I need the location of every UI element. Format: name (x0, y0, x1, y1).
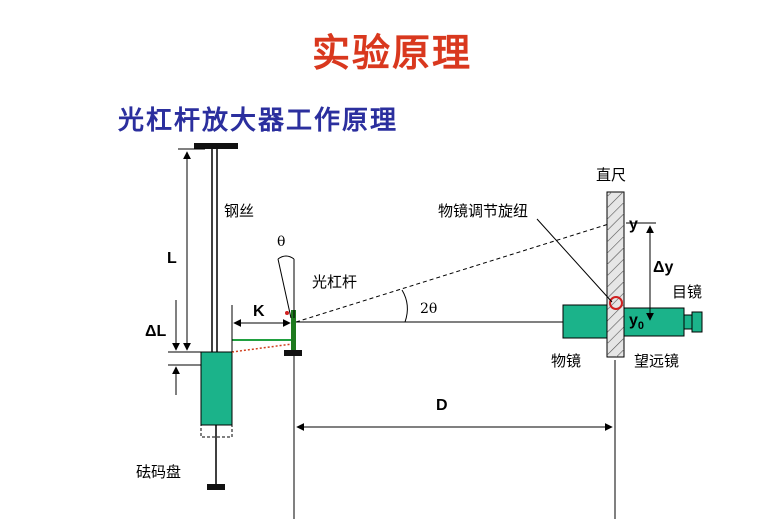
label-L: L (167, 250, 177, 267)
label-telescope: 望远镜 (634, 352, 679, 370)
label-steel-wire: 钢丝 (224, 203, 254, 220)
label-delta-L: ΔL (145, 323, 167, 340)
reflected-light-path (295, 222, 613, 323)
weight-block (200, 351, 233, 426)
top-clamp (194, 143, 238, 149)
label-delta-y: Δy (653, 259, 674, 276)
telescope-body (623, 307, 685, 337)
page-title: 实验原理 (311, 30, 472, 75)
telescope-objective (562, 304, 608, 339)
label-D: D (436, 397, 448, 414)
label-optical-lever: 光杠杆 (312, 274, 357, 291)
label-eyepiece: 目镜 (672, 283, 702, 301)
label-objective: 物镜 (551, 352, 581, 370)
optical-lever-mirror (291, 310, 296, 352)
label-K: K (253, 303, 265, 320)
label-y: y (629, 216, 638, 233)
section-subtitle: 光杠杆放大器工作原理 (118, 106, 399, 136)
label-y0: y0 (629, 312, 644, 332)
weight-pan (207, 484, 225, 490)
label-scale: 直尺 (596, 167, 626, 184)
focus-knob (609, 296, 623, 310)
label-two-theta: 2θ (420, 301, 437, 317)
label-focus-knob: 物镜调节旋纽 (438, 202, 528, 220)
label-weight-pan: 砝码盘 (136, 463, 181, 481)
label-theta: θ (277, 234, 285, 250)
